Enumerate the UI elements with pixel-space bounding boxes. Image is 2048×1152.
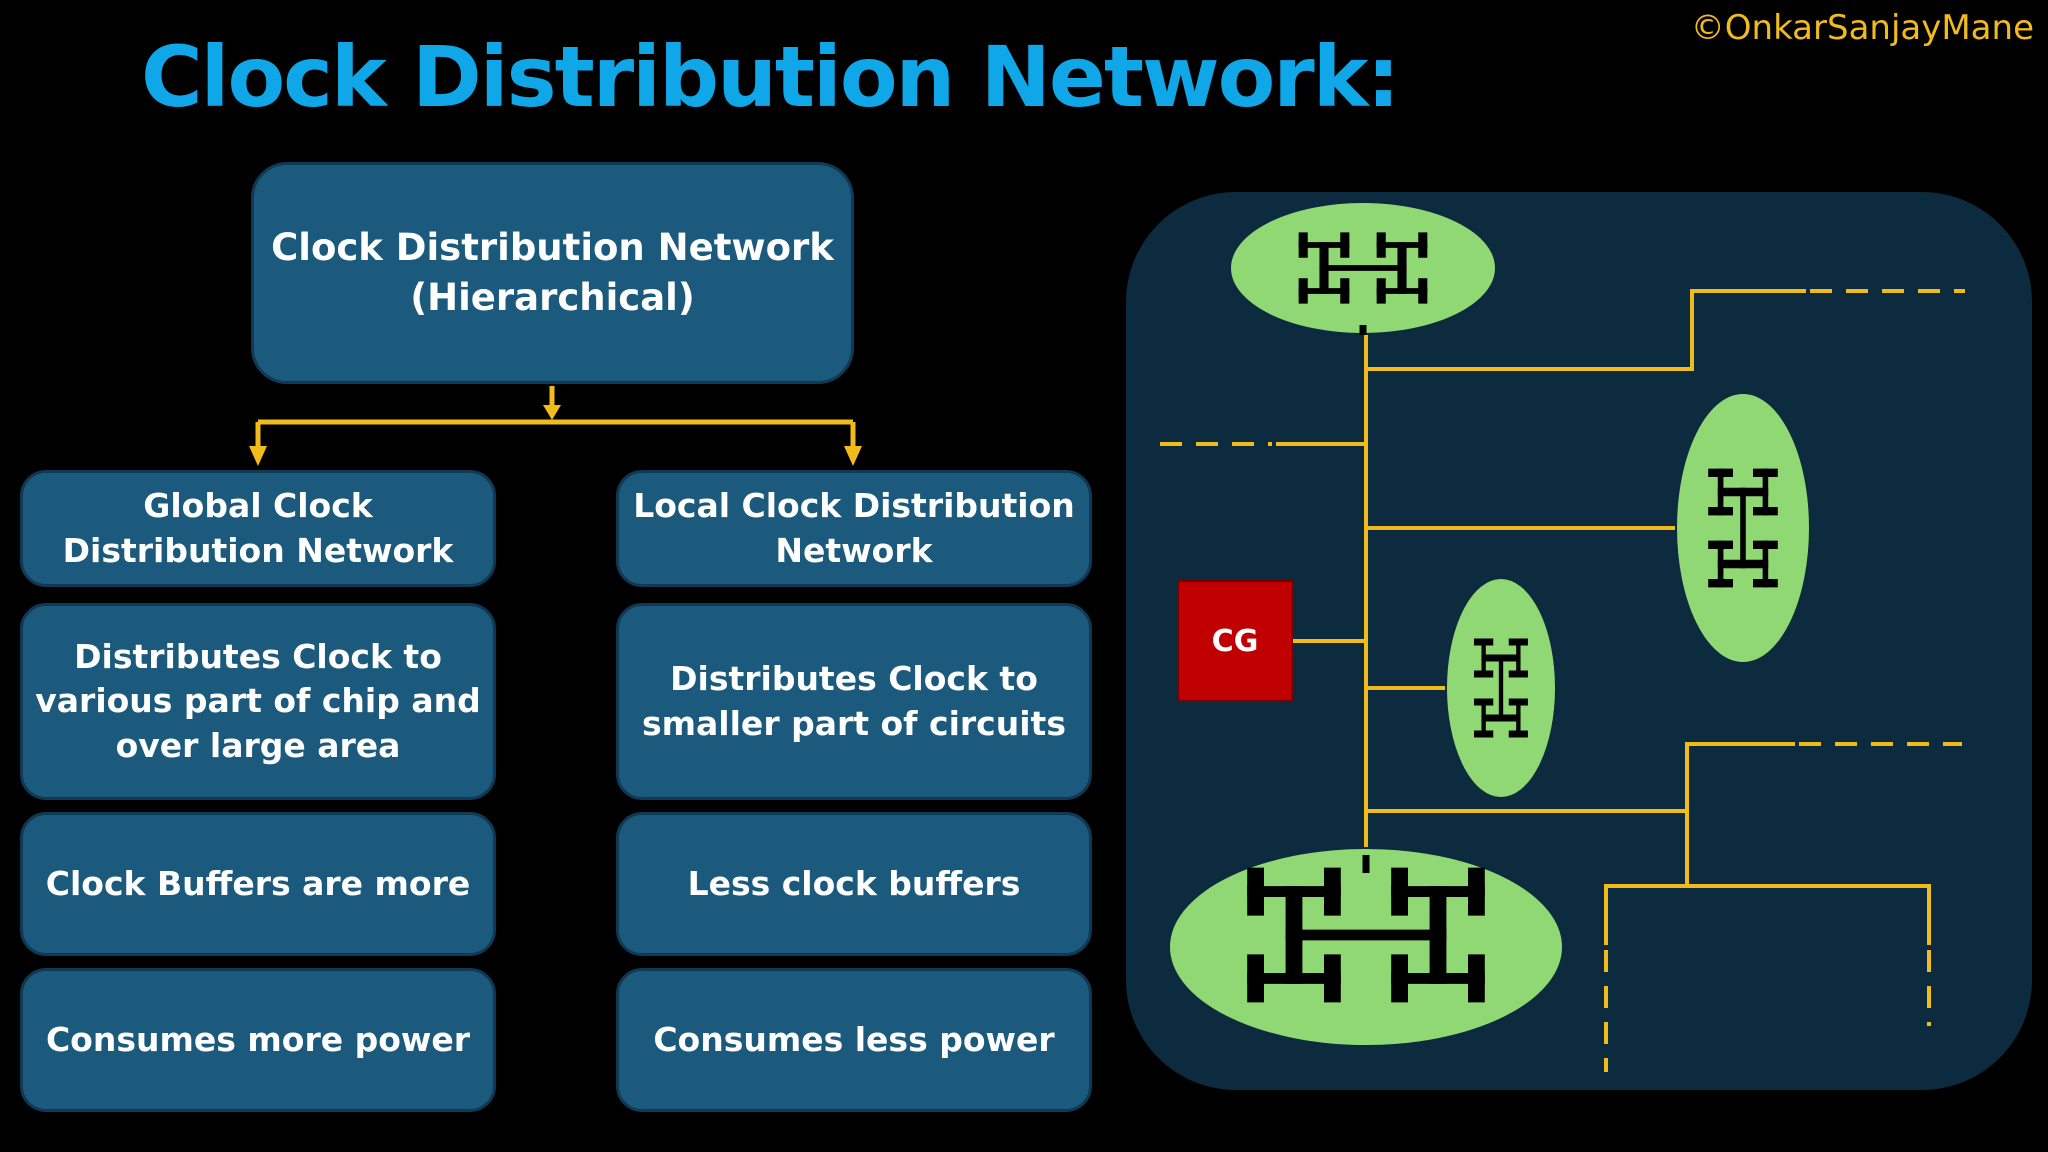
global-point-area: Distributes Clock to various part of chi… xyxy=(20,603,496,800)
arrow-down-icon xyxy=(543,405,561,420)
local-point-buffers: Less clock buffers xyxy=(616,812,1092,956)
wire-lower-right xyxy=(1685,742,1795,886)
local-point-area: Distributes Clock to smaller part of cir… xyxy=(616,603,1092,800)
page-title: Clock Distribution Network: xyxy=(141,28,1400,126)
global-heading: Global Clock Distribution Network xyxy=(20,470,496,587)
copyright-watermark: ©OnkarSanjayMane xyxy=(1690,8,2034,48)
global-point-power: Consumes more power xyxy=(20,968,496,1112)
global-point-buffers: Clock Buffers are more xyxy=(20,812,496,956)
cluster-bottom xyxy=(1168,847,1564,1047)
arrow-down-icon xyxy=(844,446,862,466)
arrow-down-icon xyxy=(249,446,267,466)
clock-gate-block: CG xyxy=(1177,580,1293,702)
wire-bottom-split xyxy=(1604,884,1931,945)
local-heading: Local Clock Distribution Network xyxy=(616,470,1092,587)
root-node: Clock Distribution Network (Hierarchical… xyxy=(251,162,854,384)
local-point-power: Consumes less power xyxy=(616,968,1092,1112)
wire-upper-right xyxy=(1366,289,1806,371)
